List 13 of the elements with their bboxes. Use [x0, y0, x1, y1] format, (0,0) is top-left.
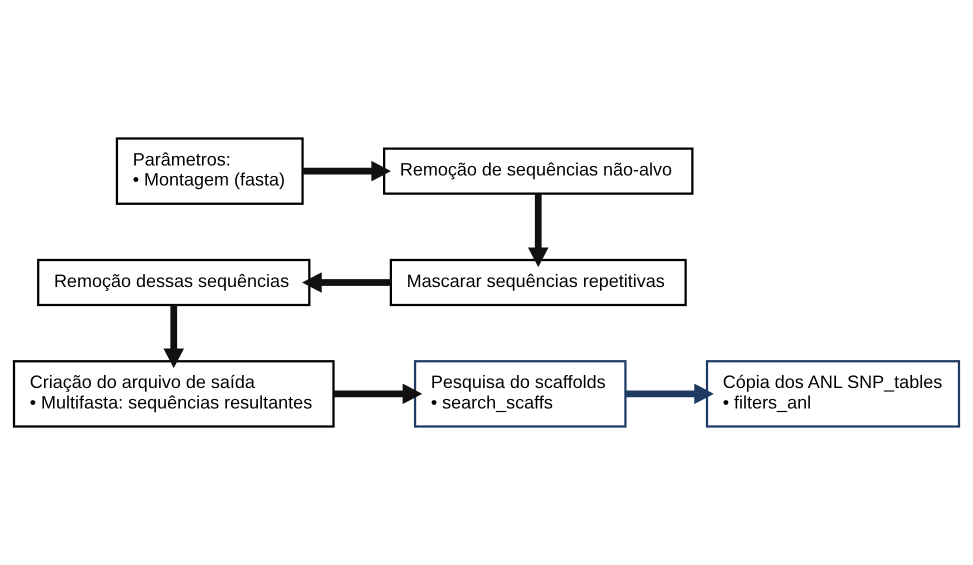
- node-box: Pesquisa do scaffolds • search_scaffs: [414, 360, 627, 428]
- arrow: [163, 305, 184, 368]
- node-box: Mascarar sequências repetitivas: [390, 258, 687, 306]
- node-box: Remoção de sequências não-alvo: [383, 148, 694, 195]
- arrow: [528, 194, 549, 268]
- node-box: Criação do arquivo de saída • Multifasta: sequências resultantes: [12, 360, 335, 428]
- arrow: [626, 384, 714, 404]
- node-box: Remoção dessas sequências: [37, 258, 310, 306]
- node-box: Cópia dos ANL SNP_tables • filters_anl: [706, 360, 960, 428]
- arrow: [334, 384, 422, 404]
- node-box: Parâmetros: • Montagem (fasta): [116, 137, 304, 205]
- arrow: [302, 160, 391, 182]
- arrow: [302, 272, 391, 293]
